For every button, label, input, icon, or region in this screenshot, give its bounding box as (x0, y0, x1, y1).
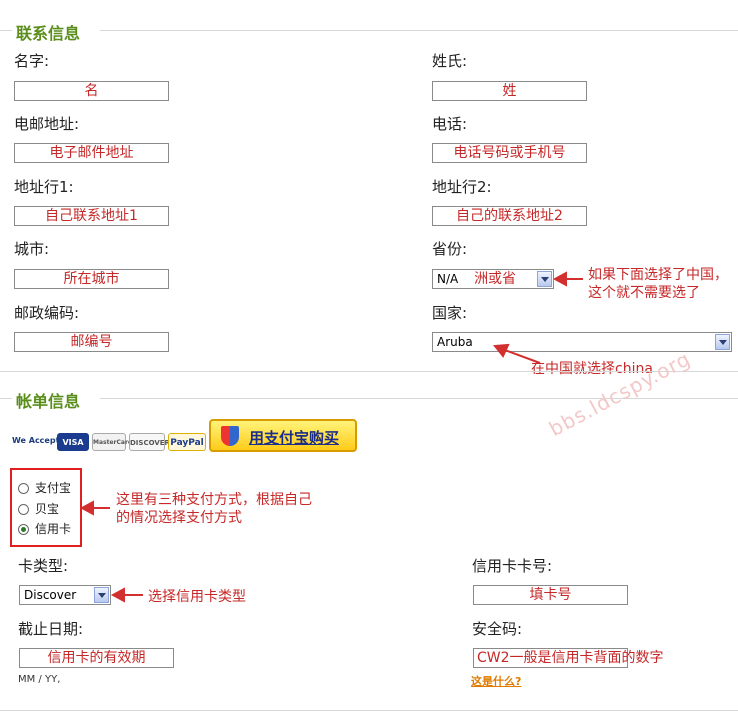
last-name-input[interactable]: 姓 (432, 81, 587, 101)
discover-card-logo: DISCOVER (129, 433, 170, 451)
shield-icon (221, 426, 239, 446)
address-line1-input[interactable]: 自己联系地址1 (14, 206, 169, 226)
chevron-down-icon[interactable] (537, 271, 552, 287)
arrow-head (552, 271, 567, 287)
city-input[interactable]: 所在城市 (14, 269, 169, 289)
province-note: 如果下面选择了中国，这个就不需要选了 (588, 267, 728, 301)
mastercard-logo: MasterCard (92, 433, 132, 451)
paypal-logo: PayPal (168, 433, 206, 451)
payment-method-alipay[interactable]: 支付宝 (18, 480, 71, 496)
province-hint: 洲或省 (474, 271, 517, 287)
billing-section-title: 帐单信息 (16, 392, 81, 411)
phone-label: 电话: (432, 115, 468, 133)
first-name-label: 名字: (14, 52, 50, 70)
first-name-input[interactable]: 名 (14, 81, 169, 101)
expiry-format-hint: MM / YY, (18, 674, 61, 685)
arrow-line (501, 348, 541, 364)
country-note: 在中国就选择china (531, 361, 653, 377)
arrow-head (79, 500, 94, 516)
payment-methods-note: 这里有三种支付方式，根据自己的情况选择支付方式 (116, 492, 312, 526)
visa-card-logo: VISA (57, 433, 89, 451)
card-type-label: 卡类型: (18, 557, 69, 575)
address-line2-input[interactable]: 自己的联系地址2 (432, 206, 587, 226)
radio-alipay[interactable] (18, 483, 29, 494)
card-type-select-value: Discover (24, 588, 77, 602)
radio-credit-card[interactable] (18, 524, 29, 535)
zip-input[interactable]: 邮编号 (14, 332, 169, 352)
email-label: 电邮地址: (14, 115, 80, 133)
country-select-value: Aruba (437, 335, 473, 349)
contact-section-title: 联系信息 (16, 24, 81, 43)
alipay-button[interactable]: 用支付宝购买 (209, 419, 357, 452)
province-label: 省份: (432, 240, 468, 258)
expiry-input[interactable]: 信用卡的有效期 (19, 648, 174, 668)
section-rule (0, 30, 12, 31)
we-accept-label: We Accept (12, 436, 60, 445)
phone-input[interactable]: 电话号码或手机号 (432, 143, 587, 163)
card-type-note: 选择信用卡类型 (148, 589, 246, 605)
divider (0, 710, 738, 711)
cvv-label: 安全码: (472, 620, 523, 638)
card-number-label: 信用卡卡号: (472, 557, 553, 575)
arrow-head (493, 343, 510, 358)
payment-method-paypal[interactable]: 贝宝 (18, 501, 59, 517)
address-line2-label: 地址行2: (432, 178, 492, 196)
country-label: 国家: (432, 304, 468, 322)
arrow-head (110, 587, 125, 603)
chevron-down-icon[interactable] (715, 334, 730, 350)
payment-method-label: 支付宝 (35, 481, 72, 495)
section-rule (100, 30, 738, 31)
payment-method-label: 贝宝 (35, 502, 60, 516)
payment-method-label: 信用卡 (35, 522, 72, 536)
last-name-label: 姓氏: (432, 52, 468, 70)
card-number-input[interactable]: 填卡号 (473, 585, 628, 605)
payment-method-credit-card[interactable]: 信用卡 (18, 521, 71, 537)
city-label: 城市: (14, 240, 50, 258)
section-rule (0, 398, 12, 399)
zip-label: 邮政编码: (14, 304, 80, 322)
province-select-value: N/A (437, 272, 459, 286)
whats-this-link[interactable]: 这是什么? (471, 675, 522, 688)
address-line1-label: 地址行1: (14, 178, 74, 196)
expiry-label: 截止日期: (18, 620, 84, 638)
payment-methods-box (10, 468, 82, 547)
chevron-down-icon[interactable] (94, 587, 109, 603)
alipay-button-label: 用支付宝购买 (249, 429, 340, 447)
radio-paypal[interactable] (18, 504, 29, 515)
email-input[interactable]: 电子邮件地址 (14, 143, 169, 163)
card-type-select[interactable]: Discover (19, 585, 111, 605)
divider (0, 371, 738, 372)
cvv-input[interactable]: CW2一般是信用卡背面的数字 (473, 648, 664, 668)
section-rule (100, 398, 738, 399)
